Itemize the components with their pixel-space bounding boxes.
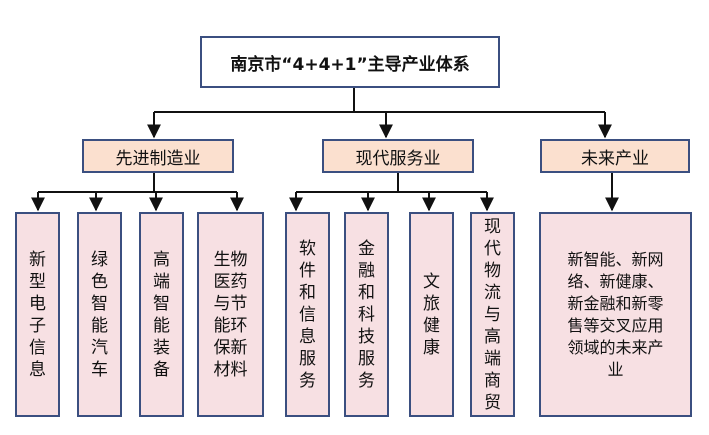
- leaf-node-culture-tourism-health: 文 旅 健 康: [409, 212, 454, 417]
- category-node-advanced-manufacturing: 先进制造业: [82, 139, 234, 173]
- leaf-label: 软 件 和 信 息 服 务: [299, 238, 316, 391]
- leaf-node-future-industries-detail: 新智能、新网 络、新健康、 新金融和新零 售等交叉应用 领域的未来产 业: [539, 212, 692, 417]
- category-label: 未来产业: [581, 148, 649, 169]
- category-node-future-industries: 未来产业: [540, 139, 690, 173]
- leaf-label: 高 端 智 能 装 备: [153, 249, 170, 380]
- category-node-modern-services: 现代服务业: [322, 139, 474, 173]
- leaf-node-intelligent-equipment: 高 端 智 能 装 备: [139, 212, 184, 417]
- leaf-label: 现 代 物 流 与 高 端 商 贸: [484, 216, 501, 413]
- leaf-node-fintech-services: 金 融 和 科 技 服 务: [344, 212, 389, 417]
- leaf-label: 绿 色 智 能 汽 车: [91, 249, 108, 380]
- leaf-label: 文 旅 健 康: [423, 271, 440, 358]
- leaf-node-smart-vehicles: 绿 色 智 能 汽 车: [77, 212, 122, 417]
- leaf-node-electronic-information: 新 型 电 子 信 息: [15, 212, 60, 417]
- leaf-node-logistics-commerce: 现 代 物 流 与 高 端 商 贸: [470, 212, 515, 417]
- leaf-label: 新 型 电 子 信 息: [29, 249, 46, 380]
- leaf-label: 生物 医药 与节 能环 保新 材料: [213, 249, 248, 380]
- leaf-node-software-services: 软 件 和 信 息 服 务: [285, 212, 330, 417]
- category-label: 先进制造业: [115, 148, 201, 169]
- leaf-node-biomedicine-materials: 生物 医药 与节 能环 保新 材料: [197, 212, 264, 417]
- category-label: 现代服务业: [355, 148, 441, 169]
- leaf-label: 新智能、新网 络、新健康、 新金融和新零 售等交叉应用 领域的未来产 业: [567, 249, 664, 379]
- leaf-label: 金 融 和 科 技 服 务: [358, 238, 375, 391]
- root-node: 南京市“4+4+1”主导产业体系: [200, 36, 500, 88]
- root-label: 南京市“4+4+1”主导产业体系: [230, 54, 470, 75]
